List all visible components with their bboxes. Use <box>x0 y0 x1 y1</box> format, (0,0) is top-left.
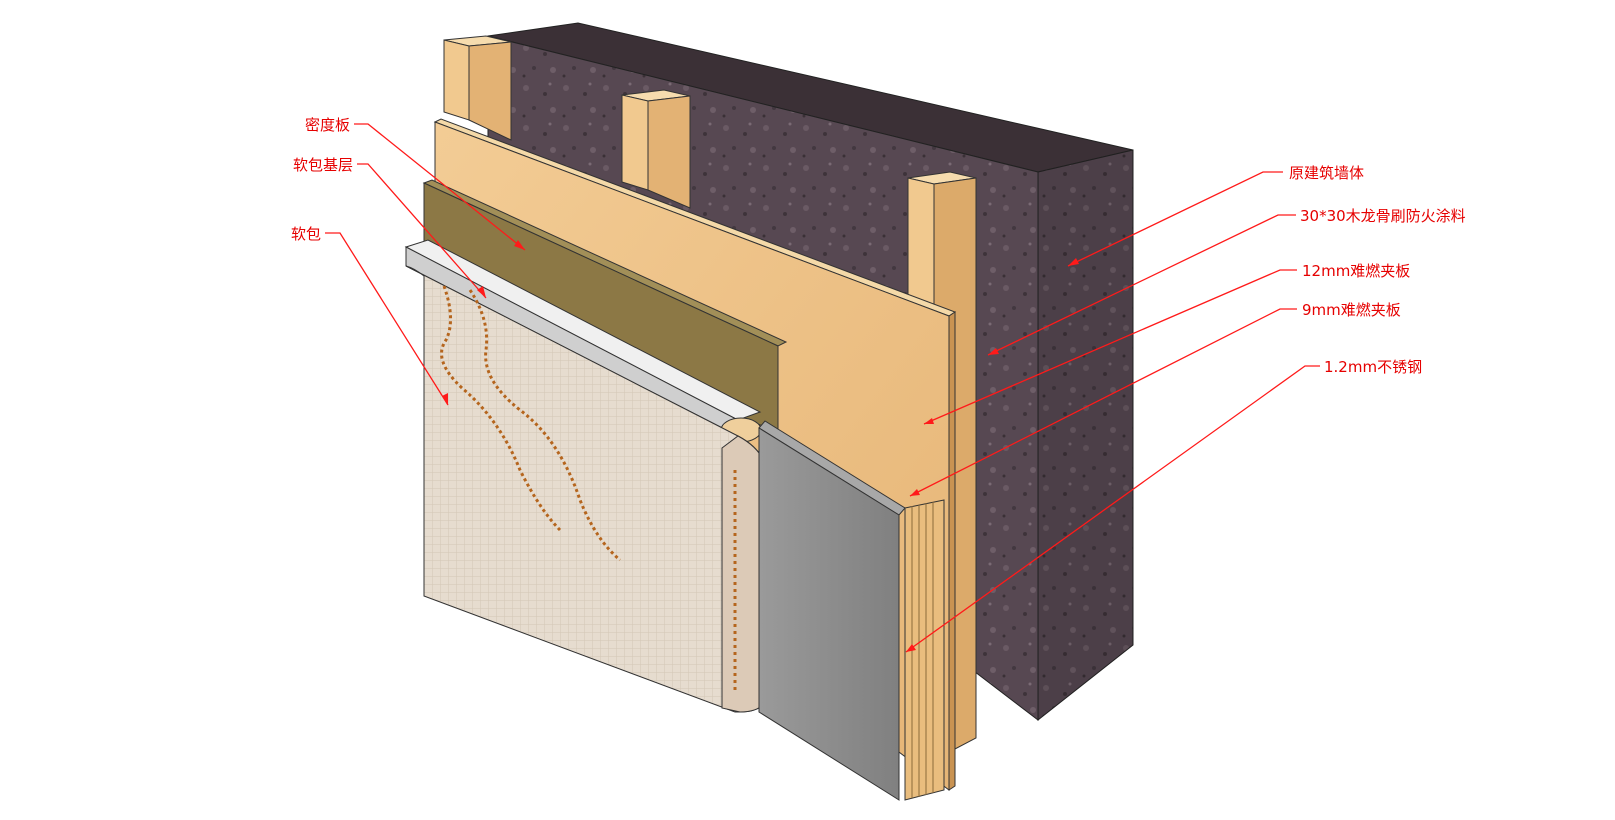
leader-steel <box>905 365 1320 653</box>
wood-stud <box>621 89 691 209</box>
leader-soft-pack <box>325 232 449 406</box>
arrowhead <box>988 348 999 355</box>
arrowhead <box>1068 258 1079 266</box>
leader-arrowheads <box>442 240 1079 652</box>
mdf-board <box>422 179 788 433</box>
label-steel: 1.2mm不锈钢 <box>1324 358 1422 376</box>
labels: 密度板 软包基层 软包 原建筑墙体 30*30木龙骨刷防火涂料 12mm难燃夹板… <box>291 116 1466 376</box>
plywood-9mm <box>904 499 945 801</box>
wall-side-face <box>1037 149 1134 722</box>
leader-keel <box>987 214 1296 356</box>
label-wall: 原建筑墙体 <box>1289 164 1364 182</box>
wood-stud <box>443 35 512 141</box>
soft-pack-base <box>404 239 762 443</box>
leader-lines <box>325 123 1320 653</box>
arrowhead <box>442 393 448 405</box>
label-mdf: 密度板 <box>305 116 350 134</box>
fabric-pattern-line <box>468 289 621 562</box>
leader-ply12 <box>923 269 1297 425</box>
leader-wall <box>1067 171 1283 267</box>
leader-soft-base <box>357 163 487 299</box>
arrowhead <box>477 286 486 298</box>
soft-pack-panel <box>405 265 769 713</box>
arrowhead <box>514 240 525 250</box>
label-ply9: 9mm难燃夹板 <box>1302 301 1401 319</box>
steel-face <box>758 427 900 801</box>
plywood-12mm-edge <box>948 311 956 791</box>
label-keel: 30*30木龙骨刷防火涂料 <box>1300 207 1466 225</box>
leader-mdf <box>354 123 526 251</box>
arrowhead <box>906 644 916 652</box>
stainless-steel-plate <box>758 420 906 801</box>
leader-ply9 <box>909 308 1297 497</box>
label-soft-pack: 软包 <box>291 225 321 243</box>
label-ply12: 12mm难燃夹板 <box>1302 262 1410 280</box>
label-soft-base: 软包基层 <box>293 156 353 174</box>
arrowhead <box>924 418 934 424</box>
arrowhead <box>910 489 920 496</box>
